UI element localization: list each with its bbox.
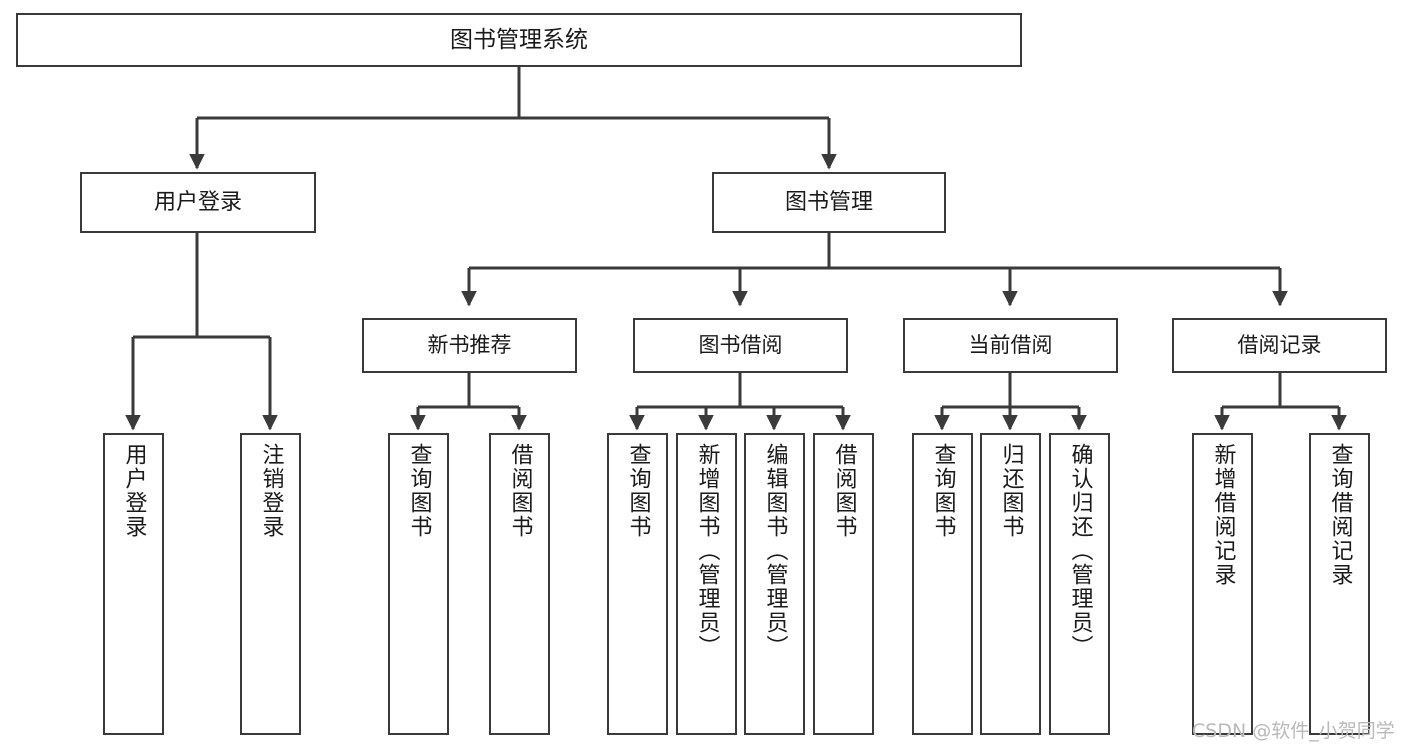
node-leaf-current-borrow-1[interactable]: 查询图书 (912, 433, 973, 735)
node-label: 新增借阅记录 (1210, 443, 1236, 587)
node-label: 查询图书 (625, 443, 651, 539)
node-leaf-user-login-2[interactable]: 注销登录 (240, 433, 301, 735)
node-leaf-borrow-record-1[interactable]: 新增借阅记录 (1192, 433, 1253, 735)
node-book-borrow[interactable]: 图书借阅 (633, 318, 848, 373)
node-label: 新书推荐 (427, 333, 512, 358)
node-new-book-recommend[interactable]: 新书推荐 (362, 318, 577, 373)
node-label: 用户登录 (153, 189, 242, 215)
node-label: 查询图书 (930, 443, 956, 539)
node-label: 编辑图书（管理员） (762, 443, 788, 659)
node-current-borrow[interactable]: 当前借阅 (903, 318, 1118, 373)
node-leaf-current-borrow-3[interactable]: 确认归还（管理员） (1049, 433, 1110, 735)
node-leaf-book-borrow-2[interactable]: 新增图书（管理员） (676, 433, 737, 735)
node-label: 注销登录 (258, 443, 284, 539)
node-label: 查询借阅记录 (1327, 443, 1353, 587)
node-leaf-book-borrow-4[interactable]: 借阅图书 (813, 433, 874, 735)
node-leaf-new-book-1[interactable]: 查询图书 (388, 433, 449, 735)
node-user-login[interactable]: 用户登录 (80, 172, 316, 233)
node-label: 归还图书 (998, 443, 1024, 539)
node-label: 借阅图书 (507, 443, 533, 539)
node-leaf-new-book-2[interactable]: 借阅图书 (489, 433, 550, 735)
node-leaf-book-borrow-3[interactable]: 编辑图书（管理员） (744, 433, 805, 735)
node-label: 查询图书 (406, 443, 432, 539)
node-label: 确认归还（管理员） (1067, 443, 1093, 659)
node-borrow-record[interactable]: 借阅记录 (1172, 318, 1387, 373)
node-root-book-management-system[interactable]: 图书管理系统 (16, 13, 1022, 67)
node-leaf-user-login-1[interactable]: 用户登录 (103, 433, 164, 735)
node-book-management[interactable]: 图书管理 (712, 172, 946, 233)
node-label: 当前借阅 (968, 333, 1053, 358)
node-label: 图书借阅 (698, 333, 783, 358)
node-label: 图书管理 (784, 189, 873, 215)
node-leaf-borrow-record-2[interactable]: 查询借阅记录 (1309, 433, 1370, 735)
node-label: 借阅图书 (831, 443, 857, 539)
node-label: 新增图书（管理员） (694, 443, 720, 659)
node-label: 用户登录 (121, 443, 147, 539)
node-label: 借阅记录 (1237, 333, 1322, 358)
node-leaf-book-borrow-1[interactable]: 查询图书 (607, 433, 668, 735)
node-leaf-current-borrow-2[interactable]: 归还图书 (980, 433, 1041, 735)
node-label: 图书管理系统 (450, 26, 588, 53)
